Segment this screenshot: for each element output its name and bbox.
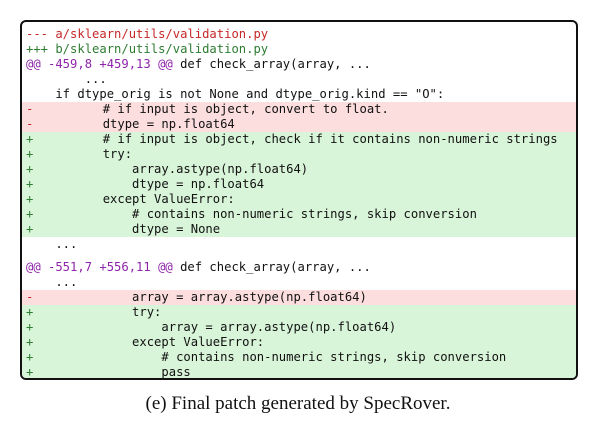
diff-deleted-line: - dtype = np.float64: [22, 117, 576, 132]
diff-marker: +: [26, 162, 34, 176]
diff-added-line: + array.astype(np.float64): [22, 162, 576, 177]
diff-blank-line: [22, 252, 576, 260]
diff-code: # if input is object, convert to float.: [44, 102, 389, 116]
hunk-range: @@ -459,8 +459,13 @@: [26, 57, 173, 71]
diff-code: except ValueError:: [44, 192, 235, 206]
diff-code: array.astype(np.float64): [44, 162, 309, 176]
cropped-text-bottom: [0, 436, 596, 446]
diff-added-line: + dtype = None: [22, 222, 576, 237]
diff-marker: +: [26, 222, 34, 236]
diff-context-line: ...: [22, 72, 576, 87]
diff-code: array = array.astype(np.float64): [44, 320, 397, 334]
diff-marker: -: [26, 102, 34, 116]
hunk-context: def check_array(array, ...: [172, 260, 371, 274]
diff-added-line: + # contains non-numeric strings, skip c…: [22, 350, 576, 365]
diff-marker: +: [26, 192, 34, 206]
hunk-context: def check_array(array, ...: [172, 57, 371, 71]
diff-marker: -: [26, 117, 34, 131]
diff-marker: +: [26, 147, 34, 161]
diff-code: try:: [44, 147, 133, 161]
diff-code: +++ b/sklearn/utils/validation.py: [26, 42, 269, 56]
diff-code: ...: [26, 72, 107, 86]
diff-added-line: + # if input is object, check if it cont…: [22, 132, 576, 147]
diff-added-line: + try:: [22, 147, 576, 162]
diff-code: # contains non-numeric strings, skip con…: [44, 350, 507, 364]
diff-added-line: + try:: [22, 305, 576, 320]
diff-context-line: ...: [22, 275, 576, 290]
diff-deleted-line: - array = array.astype(np.float64): [22, 290, 576, 305]
diff-code: ...: [26, 275, 78, 289]
diff-panel: --- a/sklearn/utils/validation.py+++ b/s…: [20, 20, 578, 380]
diff-code: ...: [26, 237, 78, 251]
hunk-range: @@ -551,7 +556,11 @@: [26, 260, 173, 274]
diff-marker: -: [26, 290, 34, 304]
cropped-text-top: [46, 0, 566, 6]
diff-code: dtype = np.float64: [44, 117, 235, 131]
diff-hunk-header: @@ -459,8 +459,13 @@ def check_array(arr…: [22, 57, 576, 72]
diff-context-line: if dtype_orig is not None and dtype_orig…: [22, 87, 576, 102]
diff-added-line: + except ValueError:: [22, 192, 576, 207]
diff-added-line: + dtype = np.float64: [22, 177, 576, 192]
diff-marker: +: [26, 350, 34, 364]
diff-marker: +: [26, 320, 34, 334]
diff-code: array = array.astype(np.float64): [44, 290, 367, 304]
diff-marker: +: [26, 365, 34, 379]
diff-code: dtype = None: [44, 222, 221, 236]
diff-added-line: + pass: [22, 365, 576, 379]
diff-added-line: + # contains non-numeric strings, skip c…: [22, 207, 576, 222]
diff-code: --- a/sklearn/utils/validation.py: [26, 27, 269, 41]
diff-code: # if input is object, check if it contai…: [44, 132, 558, 146]
diff-code: try:: [44, 305, 162, 319]
diff-marker: +: [26, 335, 34, 349]
diff-context-line: ...: [22, 237, 576, 252]
diff-code: if dtype_orig is not None and dtype_orig…: [26, 87, 445, 101]
diff-added-line: + except ValueError:: [22, 335, 576, 350]
diff-hunk-header: @@ -551,7 +556,11 @@ def check_array(arr…: [22, 260, 576, 275]
diff-marker: +: [26, 177, 34, 191]
diff-old-file-header: --- a/sklearn/utils/validation.py: [22, 27, 576, 42]
diff-marker: +: [26, 132, 34, 146]
diff-added-line: + array = array.astype(np.float64): [22, 320, 576, 335]
diff-new-file-header: +++ b/sklearn/utils/validation.py: [22, 42, 576, 57]
figure-caption: (e) Final patch generated by SpecRover.: [145, 393, 451, 414]
diff-marker: +: [26, 305, 34, 319]
diff-code: # contains non-numeric strings, skip con…: [44, 207, 477, 221]
diff-code: dtype = np.float64: [44, 177, 265, 191]
diff-marker: +: [26, 207, 34, 221]
diff-code: pass: [44, 365, 191, 379]
diff-code: except ValueError:: [44, 335, 265, 349]
diff-lines: --- a/sklearn/utils/validation.py+++ b/s…: [22, 27, 576, 379]
diff-deleted-line: - # if input is object, convert to float…: [22, 102, 576, 117]
